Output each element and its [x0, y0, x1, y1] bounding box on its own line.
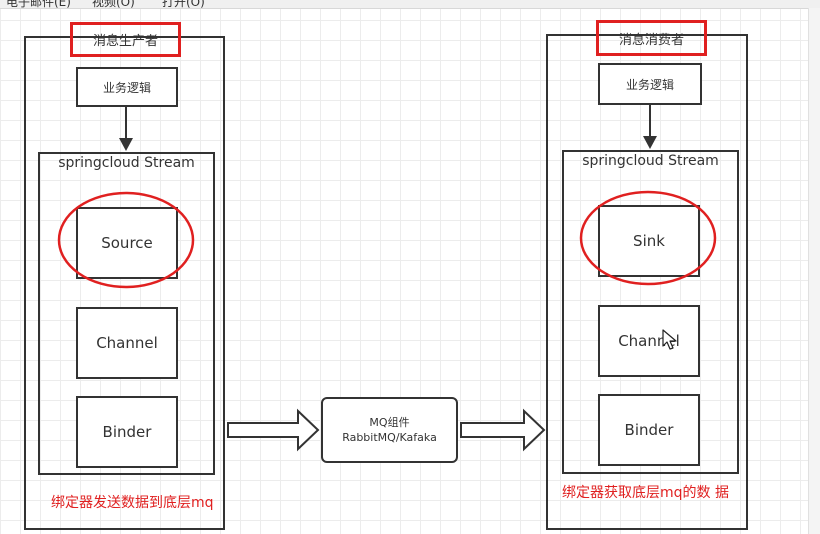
- producer-container: [24, 36, 225, 530]
- producer-channel-node: Channel: [76, 307, 178, 379]
- producer-stream-label: springcloud Stream: [58, 155, 195, 171]
- consumer-business-logic-node: 业务逻辑: [598, 63, 702, 105]
- producer-binder-node: Binder: [76, 396, 178, 468]
- source-highlight-ellipse: [57, 191, 195, 289]
- menu-item-email[interactable]: 电子邮件(E): [6, 0, 71, 9]
- mq-component-subtitle: RabbitMQ/Kafaka: [342, 431, 437, 444]
- sink-node: Sink: [598, 205, 700, 277]
- producer-business-logic-node: 业务逻辑: [76, 67, 178, 107]
- menu-bar: 电子邮件(E) 视频(O) 打开(O): [0, 0, 820, 9]
- consumer-note: 绑定器获取底层mq的数 据: [562, 485, 729, 501]
- consumer-stream-box: [562, 150, 739, 474]
- consumer-down-arrow: [643, 105, 657, 149]
- scrollbar[interactable]: [808, 8, 820, 534]
- source-node: Source: [76, 207, 178, 279]
- consumer-stream-label: springcloud Stream: [582, 153, 719, 169]
- consumer-binder-node: Binder: [598, 394, 700, 466]
- mq-component-title: MQ组件: [369, 416, 410, 429]
- producer-down-arrow: [119, 107, 133, 151]
- from-mq-arrow: [460, 408, 546, 452]
- producer-stream-box: [38, 152, 215, 475]
- consumer-title: 消息消费者: [596, 20, 707, 56]
- sink-highlight-ellipse: [579, 190, 717, 286]
- menu-item-open[interactable]: 打开(O): [162, 0, 205, 9]
- mouse-pointer-icon: [662, 329, 677, 350]
- producer-note: 绑定器发送数据到底层mq: [51, 495, 214, 511]
- mq-component-node: MQ组件 RabbitMQ/Kafaka: [321, 397, 458, 463]
- producer-title: 消息生产者: [70, 22, 181, 57]
- menu-item-video[interactable]: 视频(O): [92, 0, 135, 9]
- to-mq-arrow: [227, 408, 320, 452]
- consumer-container: [546, 34, 748, 530]
